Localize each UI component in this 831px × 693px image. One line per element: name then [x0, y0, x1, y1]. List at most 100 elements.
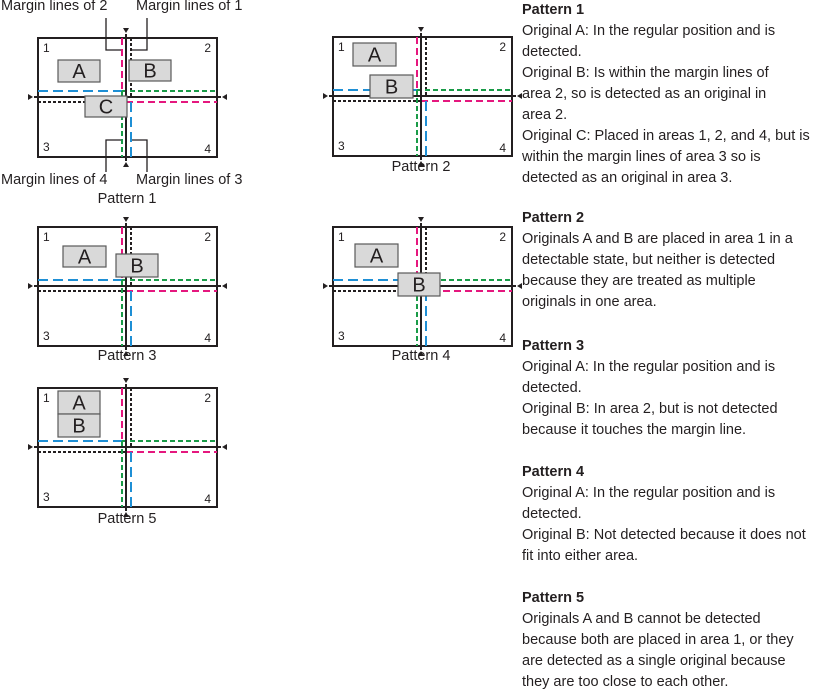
diagram-pattern-4: 1 2 3 4 A B: [323, 217, 522, 356]
caption-pattern-2: Pattern 2: [391, 159, 451, 175]
original-a: [57, 59, 101, 83]
original-a: [354, 243, 399, 268]
area-number-3: 3: [43, 140, 50, 154]
area-number-2: 2: [499, 230, 506, 244]
description-pattern-3: Pattern 3 Original A: In the regular posi…: [522, 336, 831, 441]
description-line: Originals A and B are placed in area 1 i…: [522, 231, 793, 247]
arrow-icon: [323, 283, 328, 289]
description-heading: Pattern 2: [522, 210, 585, 226]
arrow-icon: [323, 93, 328, 99]
area-number-3: 3: [43, 490, 50, 504]
arrow-icon: [222, 94, 227, 100]
description-line: Original B: Is within the margin lines o…: [522, 65, 769, 81]
description-line: Original B: In area 2, but is not detect…: [522, 401, 778, 417]
description-line: they are too close to each other.: [522, 674, 729, 690]
original-label: A: [78, 247, 92, 269]
original-b: [57, 413, 101, 438]
original-label: B: [385, 77, 398, 99]
description-line: detected.: [522, 44, 582, 60]
callout-margin-lines-2: Margin lines of 2: [1, 0, 108, 14]
area-number-3: 3: [338, 139, 345, 153]
arrow-icon: [123, 217, 129, 222]
original-a: [62, 245, 107, 268]
description-line: because they are treated as multiple: [522, 273, 756, 289]
original-b: [397, 272, 441, 297]
callout-margin-lines-4: Margin lines of 4: [1, 172, 108, 188]
description-line: area 2.: [522, 107, 568, 123]
description-line: detected as an original in area 3.: [522, 170, 733, 186]
description-line: Original C: Placed in areas 1, 2, and 4,…: [522, 128, 810, 144]
arrow-icon: [517, 283, 522, 289]
callout-margin-lines-1: Margin lines of 1: [136, 0, 243, 14]
original-label: B: [130, 256, 143, 278]
callout-leader-lines: [105, 18, 148, 172]
description-heading: Pattern 3: [522, 338, 585, 354]
area-number-1: 1: [43, 391, 50, 405]
original-label: C: [99, 97, 113, 119]
arrow-icon: [123, 512, 129, 517]
area-number-4: 4: [499, 331, 506, 345]
description-line: detected.: [522, 506, 582, 522]
description-heading: Pattern 1: [522, 2, 585, 18]
arrow-icon: [123, 378, 129, 383]
area-number-1: 1: [338, 230, 345, 244]
arrow-icon: [222, 444, 227, 450]
original-c: [84, 95, 128, 118]
description-line: Original A: In the regular position and …: [522, 359, 776, 375]
arrow-icon: [123, 351, 129, 356]
arrow-icon: [418, 161, 424, 166]
arrow-icon: [517, 93, 522, 99]
caption-pattern-5: Pattern 5: [97, 511, 157, 527]
arrow-icon: [28, 94, 33, 100]
area-number-1: 1: [338, 40, 345, 54]
arrow-icon: [123, 28, 129, 33]
original-b: [115, 253, 159, 278]
description-pattern-2: Pattern 2 Originals A and B are placed in…: [522, 208, 831, 313]
original-b: [369, 74, 414, 99]
area-number-3: 3: [43, 329, 50, 343]
description-pattern-1: Pattern 1 Original A: In the regular posi…: [522, 0, 831, 189]
area-number-1: 1: [43, 41, 50, 55]
description-heading: Pattern 5: [522, 590, 585, 606]
original-a: [352, 42, 397, 67]
description-heading: Pattern 4: [522, 464, 585, 480]
description-pattern-5: Pattern 5 Originals A and B cannot be det…: [522, 588, 831, 693]
description-line: Original B: Not detected because it does…: [522, 527, 806, 543]
area-number-2: 2: [204, 230, 211, 244]
arrow-icon: [28, 444, 33, 450]
description-line: fit into either area.: [522, 548, 639, 564]
description-line: because both are placed in area 1, or th…: [522, 632, 794, 648]
area-number-4: 4: [204, 492, 211, 506]
area-number-3: 3: [338, 329, 345, 343]
area-number-4: 4: [204, 142, 211, 156]
arrow-icon: [418, 27, 424, 32]
description-line: Original A: In the regular position and …: [522, 23, 776, 39]
arrow-icon: [418, 217, 424, 222]
arrow-icon: [222, 283, 227, 289]
description-line: Originals A and B cannot be detected: [522, 611, 761, 627]
description-line: detected.: [522, 380, 582, 396]
arrow-icon: [123, 162, 129, 167]
arrow-icon: [28, 283, 33, 289]
original-label: B: [72, 416, 85, 438]
description-line: area 2, so is detected as an original in: [522, 86, 767, 102]
description-pattern-4: Pattern 4 Original A: In the regular posi…: [522, 462, 831, 567]
original-label: B: [412, 275, 425, 297]
original-label: B: [143, 61, 156, 83]
description-line: are detected as a single original becaus…: [522, 653, 786, 669]
original-label: A: [370, 246, 384, 268]
description-line: Original A: In the regular position and …: [522, 485, 776, 501]
original-b: [128, 59, 172, 82]
area-number-2: 2: [204, 41, 211, 55]
arrow-icon: [418, 351, 424, 356]
area-number-2: 2: [204, 391, 211, 405]
area-number-4: 4: [204, 331, 211, 345]
caption-pattern-4: Pattern 4: [391, 348, 451, 364]
caption-pattern-1: Pattern 1: [97, 191, 157, 207]
caption-pattern-3: Pattern 3: [97, 348, 157, 364]
area-number-2: 2: [499, 40, 506, 54]
